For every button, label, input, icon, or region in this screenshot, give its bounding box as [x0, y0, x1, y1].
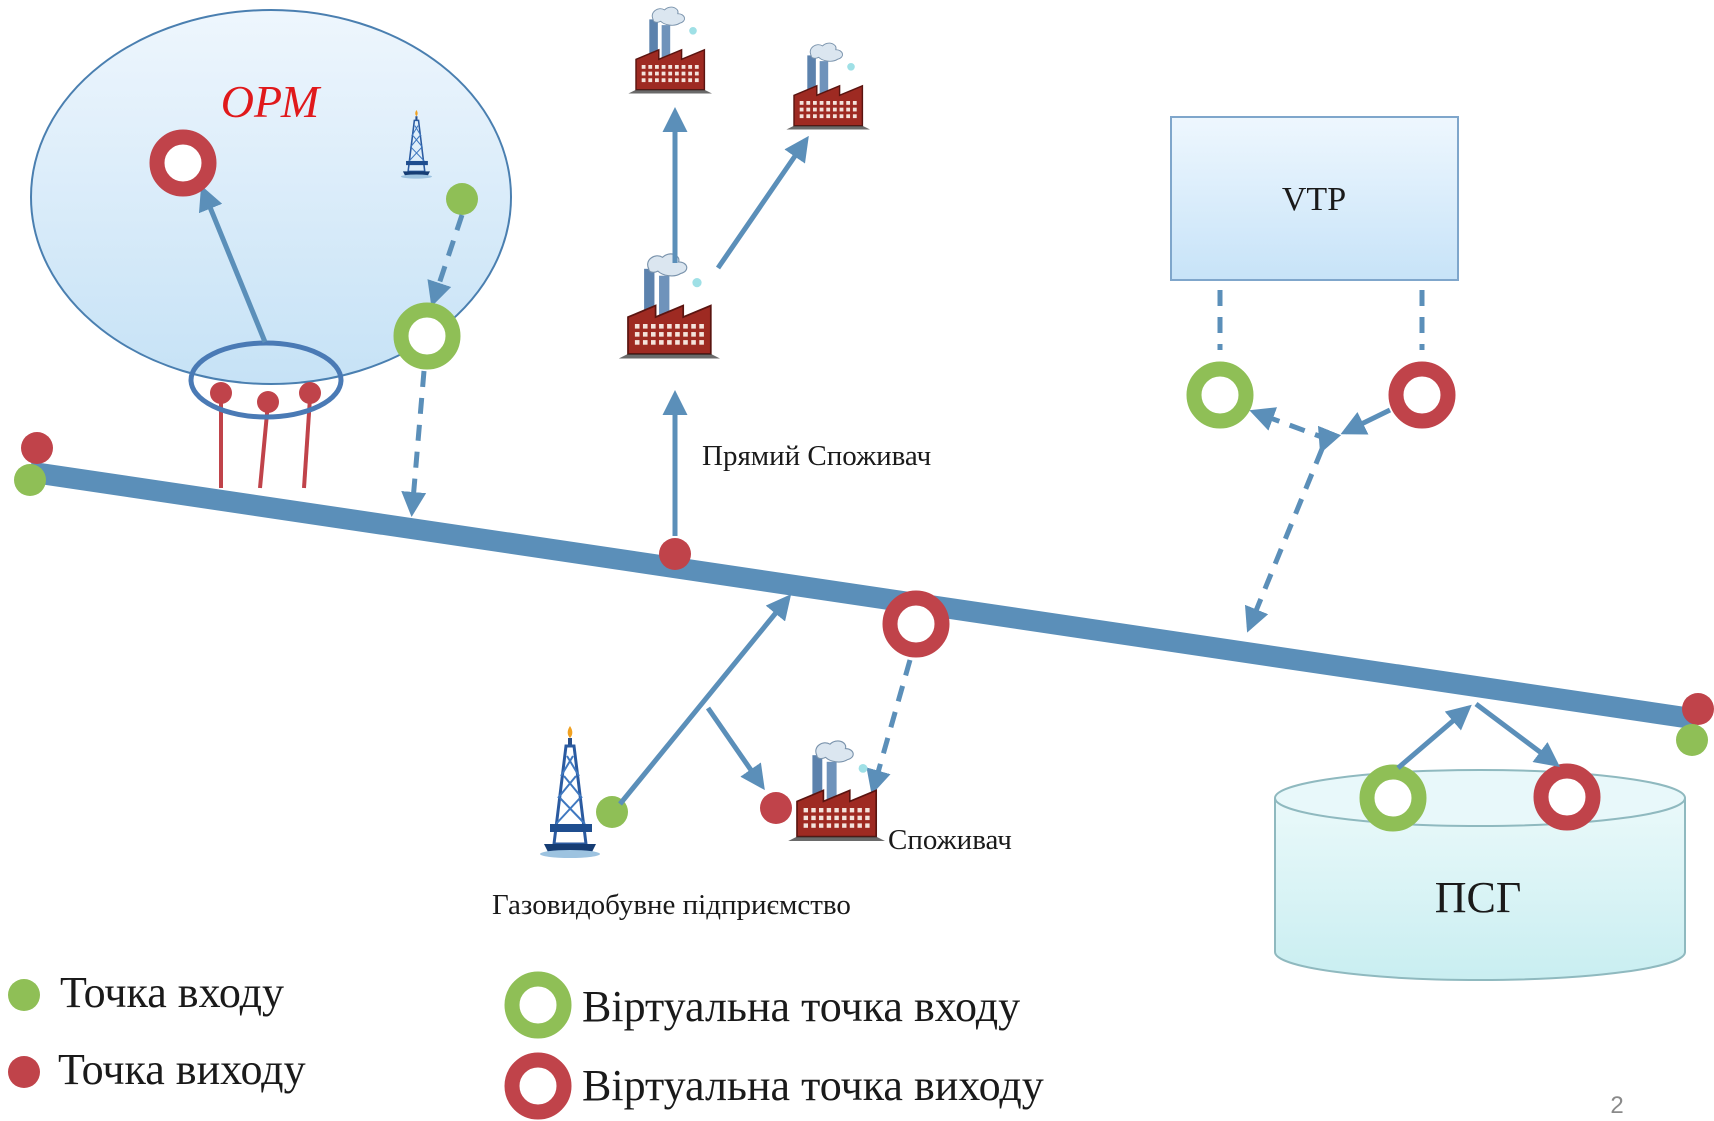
dashed-arrow — [866, 659, 913, 795]
entry-point-dot — [1676, 724, 1708, 756]
dashed-arrow — [1249, 407, 1331, 443]
dashed-double-arrow — [1244, 425, 1342, 633]
exit-point-dot — [1682, 693, 1714, 725]
arrow — [1474, 702, 1560, 767]
arrow — [1340, 407, 1392, 435]
legend-virtual-entry-label: Віртуальна точка входу — [582, 982, 1020, 1031]
opm-connection-ring — [188, 340, 344, 420]
arrow — [1396, 704, 1472, 770]
dashed-arrow — [427, 214, 465, 307]
legend-entry-point-label: Точка входу — [60, 968, 284, 1017]
arrow — [715, 135, 809, 270]
exit-point-dot — [659, 538, 691, 570]
arrow — [618, 594, 792, 806]
exit-point-dot — [257, 391, 279, 413]
legend-exit-point-label: Точка виходу — [58, 1045, 306, 1094]
opm-label: ОРМ — [221, 76, 322, 127]
virtual-exit-point-ring — [149, 129, 217, 197]
virtual-entry-point-ring — [1359, 764, 1427, 832]
factory-icon — [627, 6, 713, 95]
legend-virtual-exit-label: Віртуальна точка виходу — [582, 1061, 1044, 1110]
legend-entry-point-dot — [8, 979, 40, 1011]
entry-point-dot — [14, 464, 46, 496]
factory-icon — [617, 253, 721, 360]
exit-point-dot — [21, 432, 53, 464]
exit-point-dot — [210, 382, 232, 404]
storage-label: ПСГ — [1435, 873, 1522, 922]
factory-icon — [787, 740, 886, 842]
virtual-exit-point-ring — [882, 590, 950, 658]
legend: Точка входу Точка виходу Віртуальна точк… — [8, 968, 1044, 1120]
arrow — [705, 706, 765, 791]
legend-exit-point-dot — [8, 1056, 40, 1088]
dashed-arrow — [401, 370, 427, 517]
arrow — [198, 185, 268, 343]
virtual-exit-point-ring — [1533, 763, 1601, 831]
vtp-box — [1170, 116, 1459, 281]
virtual-exit-point-ring — [1388, 361, 1456, 429]
virtual-entry-point-ring — [393, 302, 461, 370]
gas-producer-label: Газовидобувне підприємство — [492, 889, 851, 921]
legend-virtual-entry-ring — [504, 971, 572, 1039]
gas-derrick-icon — [538, 724, 602, 860]
factory-icon — [785, 42, 871, 131]
opm-area — [30, 9, 512, 385]
exit-point-dot — [299, 382, 321, 404]
storage-tank — [1274, 798, 1686, 981]
exit-point-dot — [760, 792, 792, 824]
main-pipeline — [28, 461, 1697, 730]
legend-virtual-exit-ring — [504, 1052, 572, 1120]
virtual-entry-point-ring — [1186, 361, 1254, 429]
slide-number: 2 — [1610, 1092, 1623, 1119]
entry-point-dot — [446, 183, 478, 215]
direct-consumer-label: Прямий Споживач — [702, 440, 931, 472]
vtp-label: VTP — [1282, 181, 1346, 218]
consumer-label: Споживач — [888, 824, 1012, 856]
